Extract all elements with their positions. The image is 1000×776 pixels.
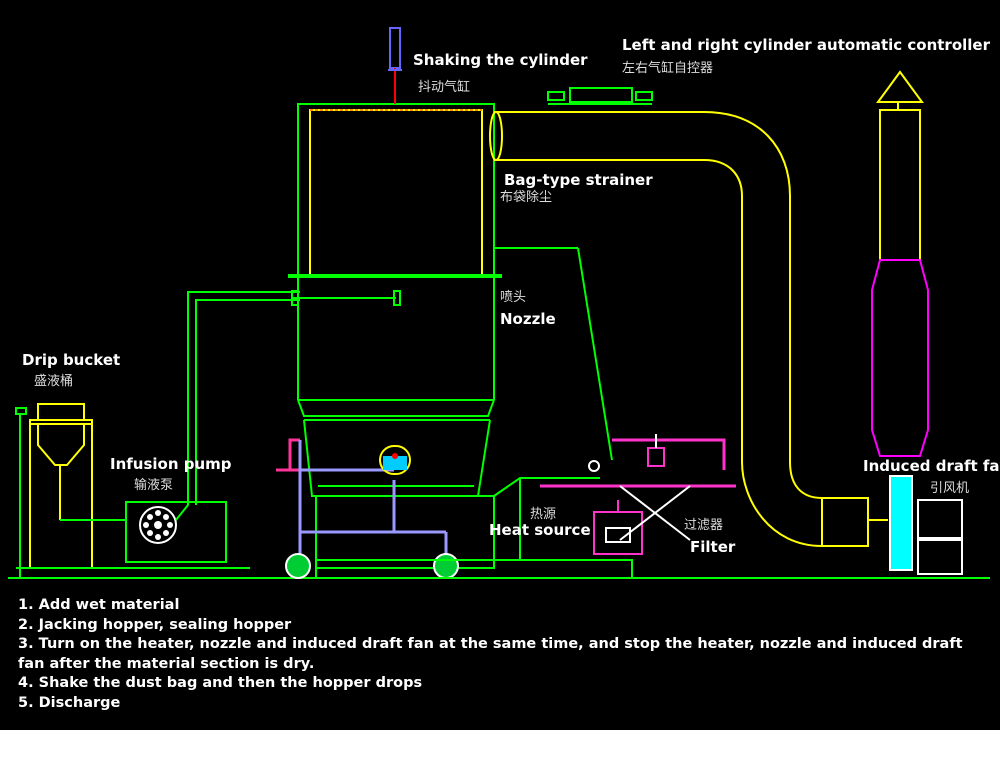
label-bag-strainer: Bag-type strainer xyxy=(504,171,653,189)
step-item: 2. Jacking hopper, sealing hopper xyxy=(18,616,292,633)
step-item: 4. Shake the dust bag and then the hoppe… xyxy=(18,675,423,691)
cart-wheel-left xyxy=(285,553,311,579)
hopper xyxy=(303,419,495,569)
label-induced-draft-fan-zh: 引风机 xyxy=(930,481,970,496)
label-infusion-pump: Infusion pump xyxy=(110,455,232,473)
label-induced-draft-fan: Induced draft fan xyxy=(863,457,1000,475)
flange xyxy=(288,274,502,278)
shaking-cylinder xyxy=(388,27,402,104)
label-shaking-cylinder-zh: 抖动气缸 xyxy=(418,80,471,95)
drip-bucket-outline xyxy=(15,407,250,578)
step-item: 1. Add wet material xyxy=(18,597,180,613)
pump-rotor xyxy=(139,506,177,544)
step-item: 3. Turn on the heater, nozzle and induce… xyxy=(18,636,963,672)
label-shaking-cylinder: Shaking the cylinder xyxy=(413,51,588,69)
step-item: 5. Discharge xyxy=(18,694,121,711)
bag-filter-frame xyxy=(309,109,483,277)
label-infusion-pump-zh: 输液泵 xyxy=(134,478,174,493)
base-frame xyxy=(312,477,633,579)
label-heat-source: Heat source xyxy=(489,521,591,539)
label-cylinder-controller: Left and right cylinder automatic contro… xyxy=(622,36,990,54)
dryer-body xyxy=(297,103,613,461)
heat-source xyxy=(540,434,736,555)
hopper-cart xyxy=(276,438,448,555)
process-steps: 1. Add wet material 2. Jacking hopper, s… xyxy=(18,596,993,713)
label-bag-strainer-zh: 布袋除尘 xyxy=(500,190,553,205)
duct xyxy=(489,111,888,547)
cart-wheel-right xyxy=(433,553,459,579)
label-filter: Filter xyxy=(690,538,736,556)
label-drip-bucket-zh: 盛液桶 xyxy=(34,374,74,389)
induced-draft-fan xyxy=(871,70,963,575)
cylinder-controller xyxy=(547,87,653,105)
label-filter-zh: 过滤器 xyxy=(684,518,724,533)
label-heat-source-zh: 热源 xyxy=(530,507,557,522)
fluid-bed-dryer-schematic xyxy=(8,27,990,579)
label-nozzle-zh: 喷头 xyxy=(500,290,527,305)
infusion-pump xyxy=(60,291,300,563)
label-drip-bucket: Drip bucket xyxy=(22,351,121,369)
drip-bucket xyxy=(29,403,93,568)
label-cylinder-controller-zh: 左右气缸自控器 xyxy=(622,61,714,76)
label-nozzle: Nozzle xyxy=(500,310,556,328)
